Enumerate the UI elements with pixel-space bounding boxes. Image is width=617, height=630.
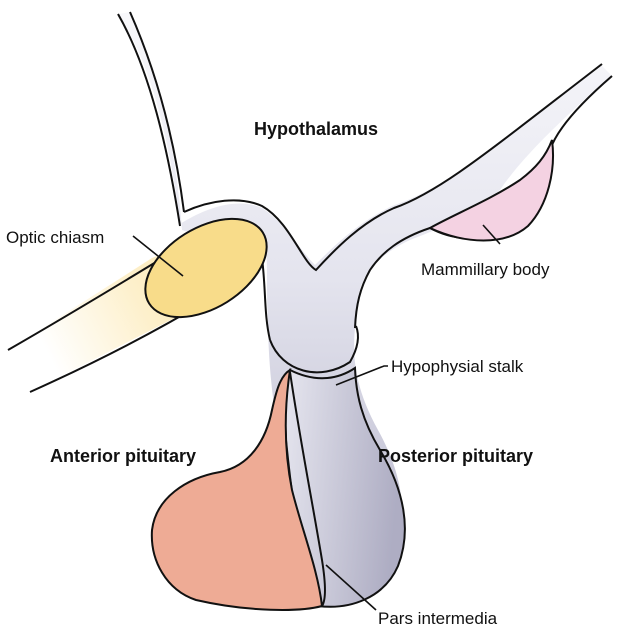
label-posterior-pituitary: Posterior pituitary — [378, 446, 533, 466]
label-anterior-pituitary: Anterior pituitary — [50, 446, 196, 466]
label-hypophysial-stalk: Hypophysial stalk — [391, 357, 524, 376]
label-mammillary-body: Mammillary body — [421, 260, 550, 279]
label-hypothalamus: Hypothalamus — [254, 119, 378, 139]
label-pars-intermedia: Pars intermedia — [378, 609, 498, 628]
third-ventricle-left-outer — [118, 14, 180, 226]
label-optic-chiasm: Optic chiasm — [6, 228, 104, 247]
